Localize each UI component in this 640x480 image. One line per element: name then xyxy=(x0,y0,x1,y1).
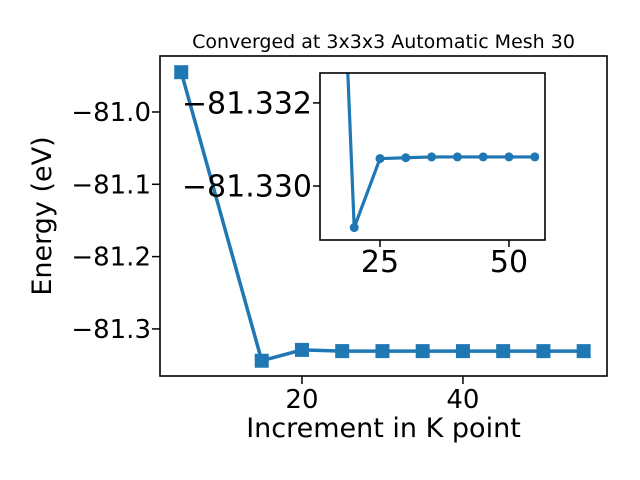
chart-title: Converged at 3x3x3 Automatic Mesh 30 xyxy=(192,31,575,53)
main-axes-marker xyxy=(536,344,551,359)
inset-axes: 25 50 −81.332 −81.330 xyxy=(182,72,546,280)
main-axes-marker xyxy=(455,344,470,359)
main-axes-y-tick-label: −81.3 xyxy=(71,315,151,345)
main-axes-marker xyxy=(174,65,189,80)
inset-axes-x-tick-label: 50 xyxy=(490,245,528,280)
inset-axes-y-tick-label: −81.332 xyxy=(182,86,312,121)
inset-axes-marker xyxy=(427,152,437,162)
main-axes-marker xyxy=(335,344,350,359)
inset-axes-x-tick-label: 25 xyxy=(361,245,399,280)
main-axes-series-line xyxy=(179,70,586,363)
main-axes-y-tick-label: −81.2 xyxy=(71,243,151,273)
inset-axes-marker xyxy=(530,152,540,162)
inset-axes-spines xyxy=(319,72,546,241)
inset-axes-marker xyxy=(504,152,514,162)
inset-axes-marker xyxy=(452,152,462,162)
x-axis-label: Increment in K point xyxy=(246,413,521,444)
main-axes-marker xyxy=(254,353,269,368)
main-axes-x-tick-label: 20 xyxy=(285,385,318,415)
main-axes-x-tick-label: 40 xyxy=(446,385,479,415)
main-axes-marker xyxy=(496,344,511,359)
inset-axes-marker xyxy=(375,154,385,164)
main-axes-marker xyxy=(576,344,591,359)
main-axes-marker xyxy=(375,344,390,359)
inset-axes-marker xyxy=(401,153,411,163)
inset-axes-marker xyxy=(349,223,359,233)
inset-axes-marker xyxy=(478,152,488,162)
main-axes-marker xyxy=(415,344,430,359)
inset-axes-y-tick-label: −81.330 xyxy=(182,169,312,204)
main-axes-y-tick-label: −81.0 xyxy=(71,98,151,128)
y-axis-label: Energy (eV) xyxy=(27,136,58,295)
main-axes-y-tick-label: −81.1 xyxy=(71,170,151,200)
main-axes: 20 40 −81.0 −81.1 −81.2 −81.3 xyxy=(71,55,608,415)
main-axes-spines xyxy=(159,55,608,377)
main-axes-marker xyxy=(294,342,309,357)
